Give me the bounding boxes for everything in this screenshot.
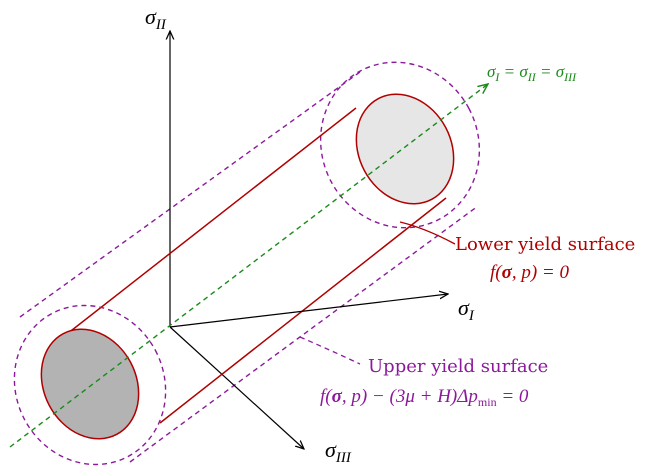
lower-surface-far-cap xyxy=(355,93,455,205)
coordinate-axes xyxy=(170,31,304,449)
upper-surface-far-cap xyxy=(319,61,481,229)
upper-yield-surface xyxy=(19,61,481,463)
sigma-II-label: σII xyxy=(145,4,167,33)
sigma-III-axis xyxy=(169,326,304,449)
upper-surface-name: Upper yield surface xyxy=(368,356,548,377)
hydrostatic-axis-label: σI = σII = σIII xyxy=(487,62,577,84)
sigma-III-label: σIII xyxy=(325,437,352,466)
lower-surface-leader xyxy=(399,221,456,245)
upper-surface-leader xyxy=(299,336,361,365)
lower-surface-name: Lower yield surface xyxy=(455,234,635,255)
upper-surface-near-cap xyxy=(13,304,167,466)
sigma-I-axis xyxy=(169,294,448,328)
lower-surface-top-generator xyxy=(57,107,357,342)
sigma-I-label: σI xyxy=(458,295,475,324)
lower-yield-surface xyxy=(57,107,447,424)
lower-surface-equation: f(σ, p) = 0 xyxy=(490,262,570,283)
lower-surface-bottom-generator xyxy=(159,197,447,424)
hydrostatic-axis xyxy=(9,84,488,448)
upper-surface-top-generator xyxy=(19,71,361,318)
lower-surface-near-cap xyxy=(40,328,140,440)
upper-surface-bottom-generator xyxy=(129,205,479,463)
upper-surface-equation: f(σ, p) − (3μ + H)Δpmin = 0 xyxy=(320,386,529,409)
